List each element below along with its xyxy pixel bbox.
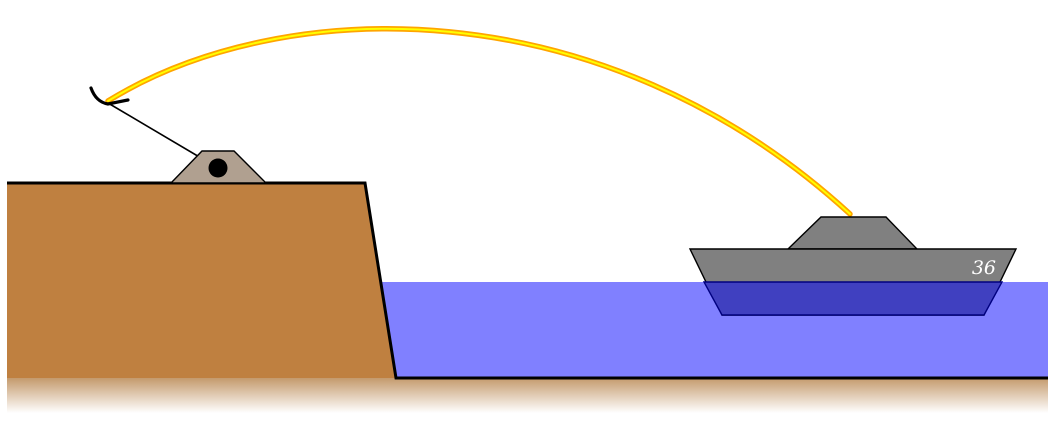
ship-hull-submerged xyxy=(702,281,1004,316)
ship-number: 36 xyxy=(972,257,996,279)
ship: 36 xyxy=(688,216,1018,316)
cliff xyxy=(7,183,396,378)
ground-fade xyxy=(7,378,1048,413)
cannon-pivot xyxy=(208,158,228,178)
ship-cabin xyxy=(786,216,919,250)
trajectory-arc-inner xyxy=(107,27,851,215)
shell-launch-curve xyxy=(89,86,130,106)
